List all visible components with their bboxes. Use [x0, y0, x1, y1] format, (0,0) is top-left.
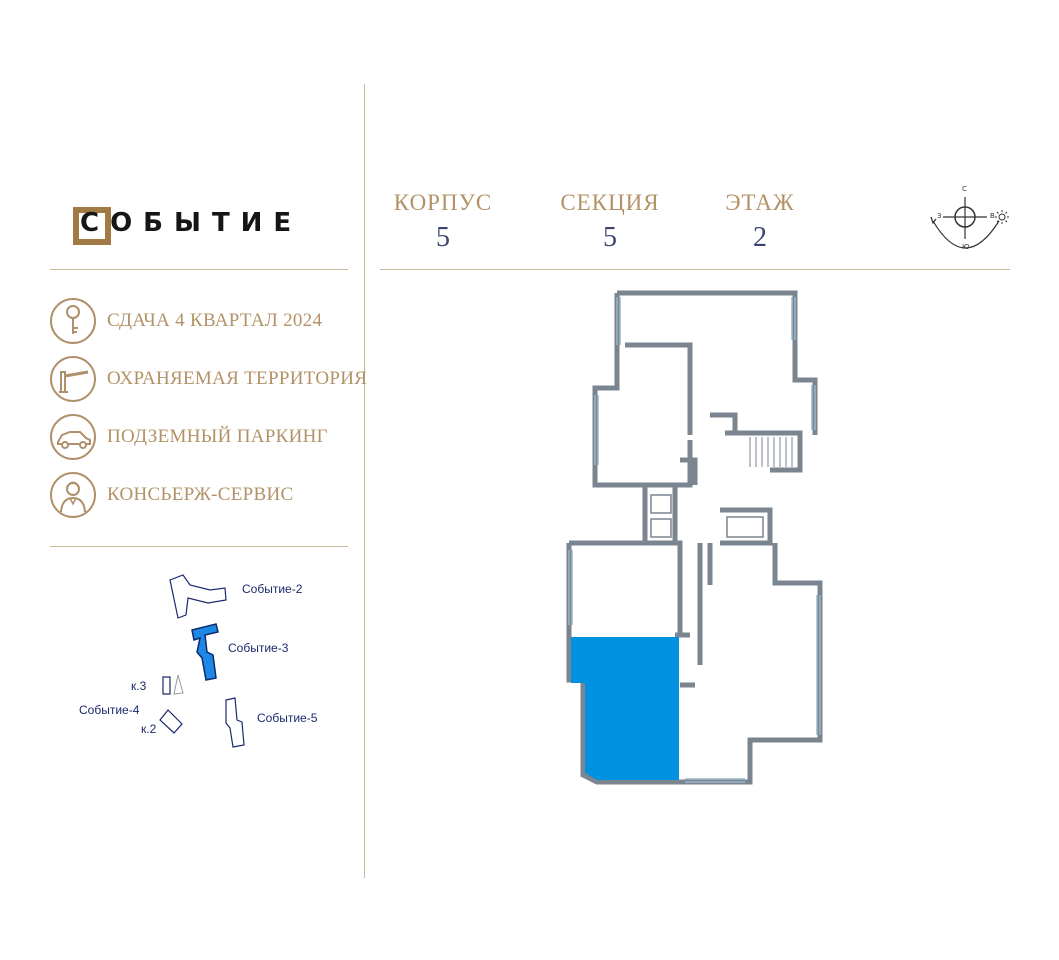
site-label-k2: к.2 [141, 722, 157, 736]
brand-name: СОБЫТИЕ [80, 208, 303, 238]
building-sobytie-5 [225, 697, 245, 748]
building-value: 5 [436, 222, 450, 253]
building-sobytie-3[interactable] [191, 623, 219, 681]
wall-upper-inner [625, 342, 693, 435]
site-label-sobytie-5: Событие-5 [257, 711, 318, 725]
header-divider [380, 269, 1010, 270]
compass-south: Ю [962, 243, 970, 251]
floor-label: ЭТАЖ [725, 190, 795, 215]
left-divider-top [50, 269, 348, 270]
logo-area [50, 190, 348, 264]
compass-west: З [937, 212, 942, 220]
barrier-icon [50, 356, 96, 402]
wall-lower-left-room [569, 540, 683, 635]
feature-label: СДАЧА 4 КВАРТАЛ 2024 [107, 310, 323, 331]
concierge-icon [50, 472, 96, 518]
compass-icon [930, 197, 1009, 249]
feature-label: ОХРАНЯЕМАЯ ТЕРРИТОРИЯ [107, 368, 368, 389]
building-sobytie-2 [169, 574, 227, 619]
site-label-sobytie-2: Событие-2 [242, 582, 303, 596]
building-label: КОРПУС [393, 190, 493, 215]
wall-lower-left [566, 543, 678, 785]
floor-value: 2 [753, 222, 767, 253]
building-k3 [162, 676, 171, 695]
section-value: 5 [603, 222, 617, 253]
vertical-divider [364, 84, 365, 878]
site-label-sobytie-4: Событие-4 [79, 703, 140, 717]
compass-north: С [962, 185, 967, 193]
wall-lower-right [678, 543, 823, 785]
site-label-k3: к.3 [131, 679, 147, 693]
site-label-sobytie-3: Событие-3 [228, 641, 289, 655]
key-icon [50, 298, 96, 344]
building-k2 [159, 709, 183, 734]
wall-stair [725, 430, 803, 473]
feature-label: КОНСЬЕРЖ-СЕРВИС [107, 484, 294, 505]
site-plan [159, 574, 245, 748]
feature-label: ПОДЗЕМНЫЙ ПАРКИНГ [107, 426, 328, 447]
car-icon [50, 414, 96, 460]
floor-plan [566, 290, 823, 785]
logo-mark [73, 207, 111, 245]
building-triangle [173, 674, 184, 695]
wall-upper-left [592, 293, 693, 488]
section-label: СЕКЦИЯ [560, 190, 660, 215]
left-divider-bottom [50, 546, 348, 547]
selected-apartment[interactable] [571, 637, 679, 780]
compass-east: В [990, 212, 995, 220]
